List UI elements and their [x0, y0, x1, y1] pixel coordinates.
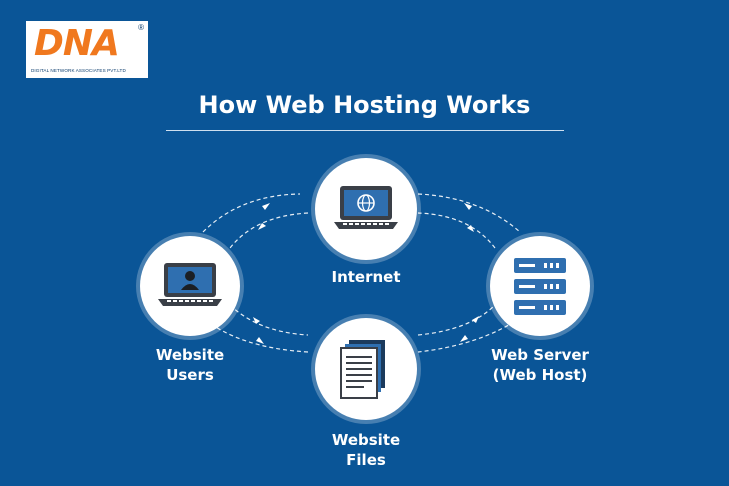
server-rack-icon: [514, 258, 566, 315]
arc-users-to-files: [229, 304, 309, 336]
logo-subtitle: DIGITAL NETWORK ASSOCIATES PVT.LTD: [31, 68, 126, 73]
globe-laptop-icon: [334, 186, 398, 229]
files-node: [315, 318, 417, 420]
users-node: [140, 236, 240, 336]
arc-files-to-server: [417, 304, 496, 336]
arrow-head: [464, 203, 472, 210]
logo-registered-mark: ®: [138, 23, 144, 32]
users-label-line1: Website: [155, 346, 225, 364]
logo-letters: DNA: [34, 23, 120, 64]
files-label: Website Files: [306, 430, 426, 470]
arc-users-to-internet: [202, 193, 301, 233]
arrow-head: [253, 317, 260, 324]
files-label-line1: Website: [331, 431, 401, 449]
files-label-line2: Files: [346, 451, 386, 469]
server-label-line1: Web Server: [491, 346, 589, 364]
arrow-head: [467, 225, 474, 232]
server-label: Web Server (Web Host): [474, 345, 606, 385]
title-divider: [166, 130, 564, 131]
documents-icon: [340, 340, 385, 399]
internet-node: [315, 158, 417, 260]
internet-label: Internet: [331, 268, 401, 286]
arrow-head: [460, 335, 468, 342]
page-title: How Web Hosting Works: [198, 91, 531, 119]
arc-internet-to-server: [417, 193, 521, 233]
arrow-head: [472, 316, 479, 323]
arc-internet-to-users: [229, 212, 309, 249]
company-logo: DNA ® DIGITAL NETWORK ASSOCIATES PVT.LTD: [26, 21, 148, 78]
users-label-line2: Users: [166, 366, 214, 384]
arrow-head: [256, 337, 264, 344]
arrow-head: [258, 223, 266, 230]
users-label: Website Users: [130, 345, 250, 385]
server-label-line2: (Web Host): [492, 366, 588, 384]
arc-server-to-internet: [417, 212, 496, 249]
user-laptop-icon: [158, 263, 222, 306]
server-node: [490, 236, 590, 336]
arrow-head: [262, 203, 270, 210]
